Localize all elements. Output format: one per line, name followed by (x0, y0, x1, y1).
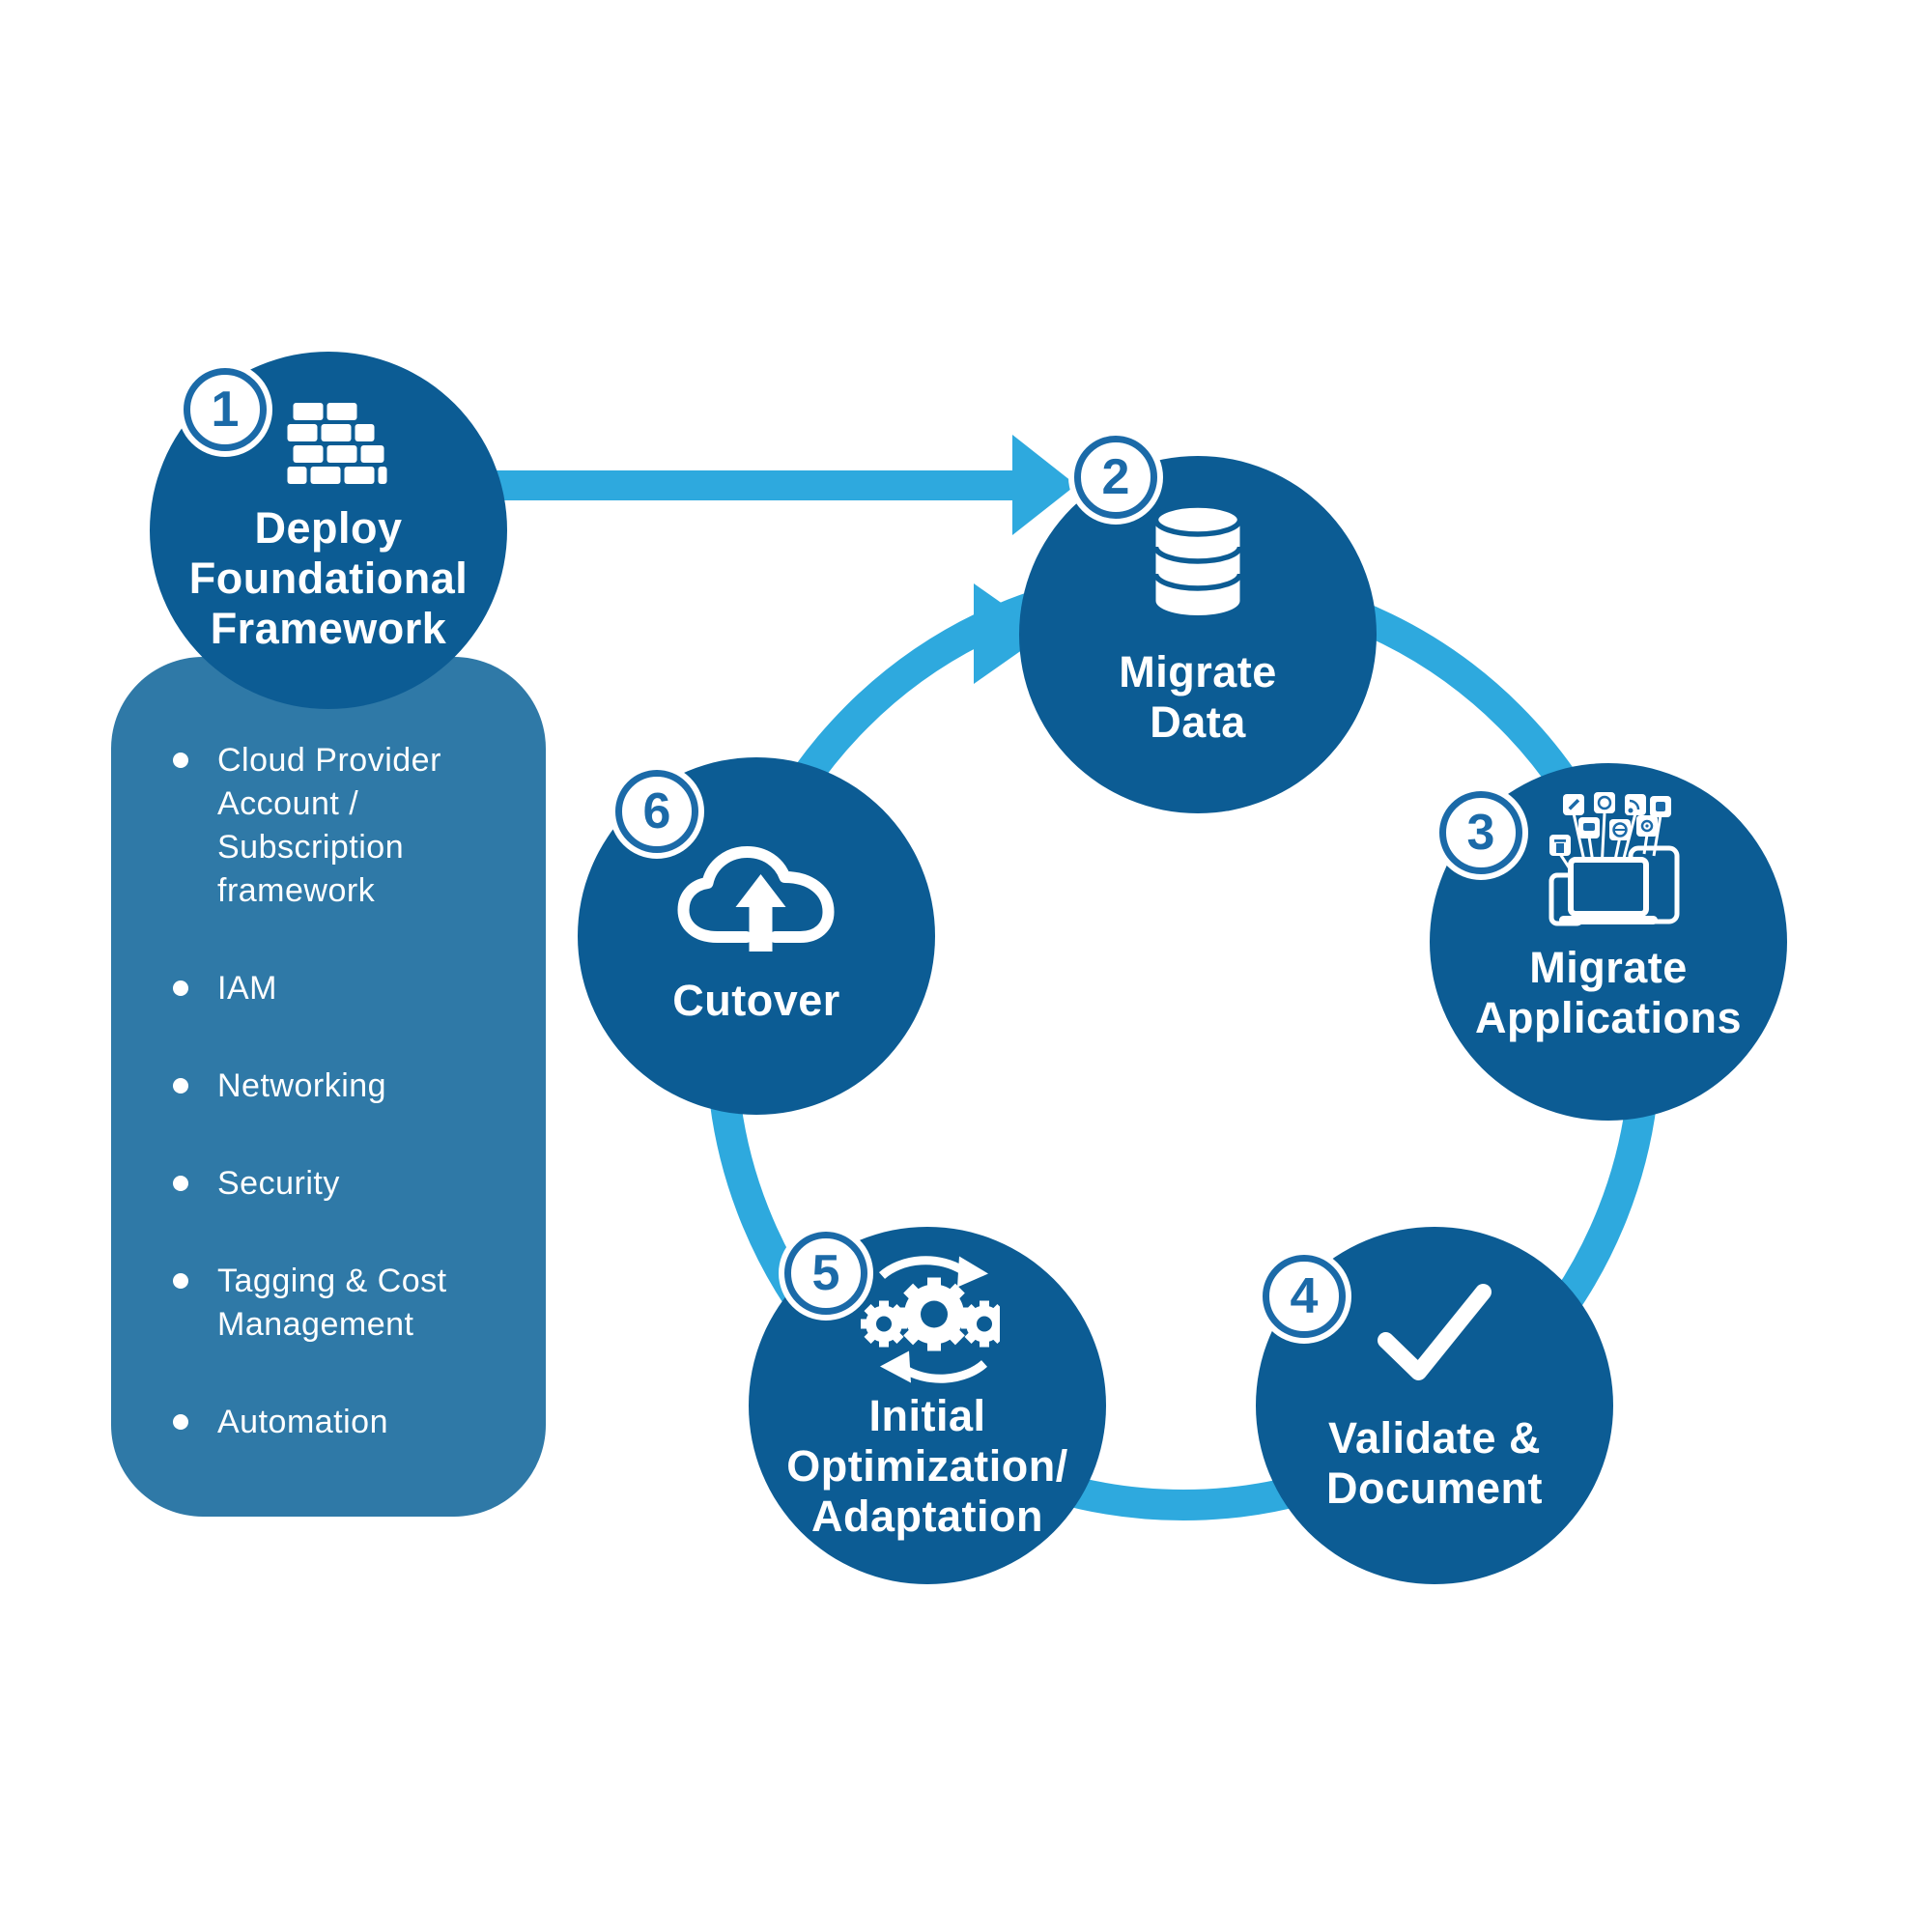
step-2-number-badge: 2 (1074, 436, 1157, 519)
step-number: 2 (1101, 449, 1130, 505)
list-item-label: Automation (217, 1404, 388, 1440)
step-2-circle: 2 Migrate Data (1019, 436, 1377, 813)
list-item: Tagging & Cost Management (157, 1260, 511, 1347)
step-number: 1 (211, 382, 240, 438)
step-6-number-badge: 6 (615, 770, 698, 853)
list-item-label: IAM (217, 970, 277, 1007)
step-5-label: Initial Optimization/ Adaptation (786, 1391, 1068, 1541)
devices-icon (1548, 792, 1680, 926)
list-item: Security (157, 1162, 511, 1206)
step-number: 4 (1290, 1268, 1319, 1324)
step-1-number-badge: 1 (184, 368, 267, 451)
gears-cycle-icon (861, 1256, 1008, 1383)
step-1-circle: 1 Deploy Foundational Framework (150, 352, 507, 709)
step-4-label: Validate & Document (1325, 1413, 1543, 1513)
list-item-label: Security (217, 1165, 340, 1202)
step-number: 6 (642, 783, 671, 839)
list-item: IAM (157, 967, 511, 1010)
list-item-label: Tagging & Cost Management (217, 1263, 447, 1343)
step-2-label: Migrate Data (1119, 647, 1277, 747)
list-item: Automation (157, 1401, 511, 1444)
foundational-framework-list: Cloud Provider Account / Subscription fr… (111, 657, 546, 1444)
list-item: Cloud Provider Account / Subscription fr… (157, 739, 511, 913)
step-5-number-badge: 5 (784, 1232, 867, 1315)
step-number: 5 (811, 1245, 840, 1301)
list-item-label: Cloud Provider Account / Subscription fr… (217, 742, 441, 909)
cycle-arrowhead-icon (974, 583, 1045, 684)
step-3-circle: 3 (1430, 763, 1787, 1121)
database-icon (1152, 502, 1243, 615)
bricks-icon (287, 403, 387, 484)
list-item-label: Networking (217, 1067, 387, 1104)
step-3-number-badge: 3 (1439, 791, 1522, 874)
step-3-label: Migrate Applications (1474, 943, 1743, 1042)
step-4-number-badge: 4 (1263, 1255, 1346, 1338)
checkmark-icon (1378, 1284, 1492, 1380)
step-5-circle: 5 (749, 1227, 1106, 1584)
step-6-label: Cutover (672, 976, 840, 1025)
cloud-upload-icon (677, 846, 835, 952)
step-1-label: Deploy Foundational Framework (188, 503, 469, 653)
foundational-framework-panel: Cloud Provider Account / Subscription fr… (111, 657, 546, 1517)
step-number: 3 (1466, 805, 1495, 861)
step1-to-step2-arrow-icon (483, 435, 1076, 535)
step-4-circle: 4 Validate & Document (1256, 1227, 1613, 1584)
step-6-circle: 6 Cutover (578, 757, 935, 1115)
list-item: Networking (157, 1065, 511, 1108)
